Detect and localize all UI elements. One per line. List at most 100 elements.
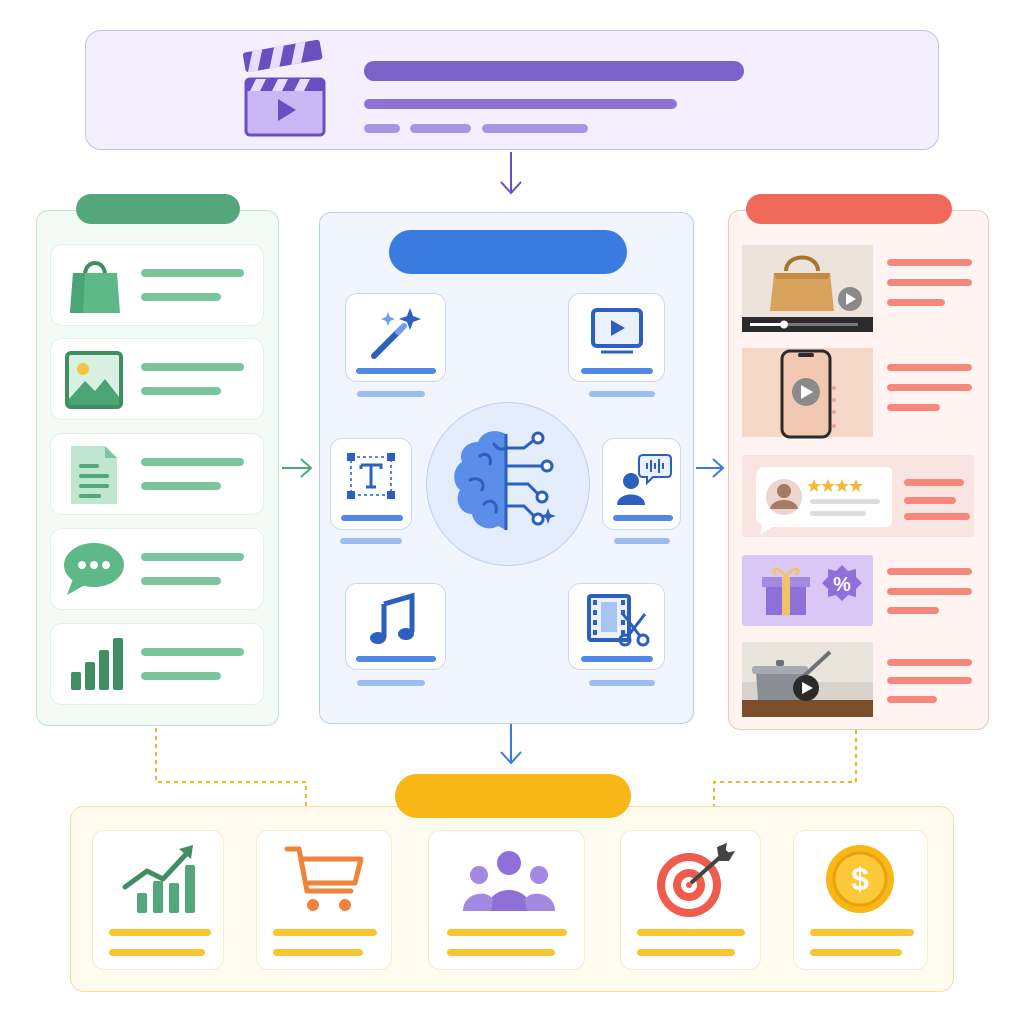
result-text-bar (637, 949, 735, 956)
result-text-bar (810, 949, 902, 956)
result-card[interactable]: $ (793, 830, 928, 970)
growth-chart-icon (122, 845, 195, 913)
ai-tool-bar (581, 656, 653, 662)
result-text-bar (109, 949, 205, 956)
input-item-title-bar (141, 648, 244, 656)
text-box-icon (347, 453, 395, 499)
cooking-video-thumbnail (742, 642, 873, 717)
input-item-text-bar (141, 672, 221, 680)
output-title-bar (887, 568, 972, 575)
gift-discount-thumbnail: % (742, 555, 873, 626)
chat-bubble-icon (64, 543, 124, 595)
ai-tool-card[interactable] (345, 293, 446, 382)
output-text-bar (904, 513, 970, 520)
input-item-text-bar (141, 293, 221, 301)
ai-tool-bar (356, 656, 436, 662)
document-icon (71, 446, 117, 504)
input-item-title-bar (141, 269, 244, 277)
result-title-bar (447, 929, 567, 936)
ai-tool-bar (356, 368, 436, 374)
header-subtitle-bar (364, 99, 677, 109)
output-text-bar (887, 696, 937, 703)
header-title-bar (364, 61, 744, 81)
svg-text:%: % (833, 574, 851, 596)
magic-wand-icon (371, 308, 421, 359)
input-item[interactable] (50, 338, 264, 420)
input-item-text-bar (141, 482, 221, 490)
music-note-icon (370, 592, 415, 644)
ai-tool-caption-bar (357, 680, 425, 686)
ai-tool-card[interactable] (568, 583, 665, 670)
ai-tool-card[interactable] (330, 438, 412, 530)
input-item[interactable] (50, 244, 264, 326)
shopping-cart-icon (284, 846, 364, 911)
result-title-bar (273, 929, 377, 936)
phone-video-thumbnail (742, 348, 873, 439)
result-text-bar (273, 949, 363, 956)
result-card[interactable] (428, 830, 585, 970)
header-panel (85, 30, 939, 150)
output-item[interactable] (742, 245, 873, 332)
result-card[interactable] (256, 830, 392, 970)
ai-panel-header (389, 230, 627, 274)
svg-text:$: $ (851, 861, 869, 897)
result-title-bar (810, 929, 914, 936)
results-panel-header (395, 774, 631, 818)
ai-tool-card[interactable] (345, 583, 446, 670)
input-item[interactable] (50, 433, 264, 515)
output-text-bar (887, 588, 972, 595)
output-text-bar (887, 677, 972, 684)
result-card[interactable] (620, 830, 761, 970)
output-item[interactable]: % (742, 555, 873, 626)
header-tag-bar (410, 124, 471, 133)
header-tag-bar (482, 124, 588, 133)
output-title-bar (887, 259, 972, 266)
audience-icon (463, 851, 555, 911)
clapperboard-icon (242, 39, 326, 137)
output-text-bar (887, 279, 972, 286)
output-text-bar (887, 384, 972, 391)
ai-tool-card[interactable] (568, 293, 665, 382)
input-item-text-bar (141, 387, 221, 395)
video-play-icon (591, 308, 643, 354)
voiceover-icon (617, 454, 672, 505)
output-text-bar (887, 299, 945, 306)
output-text-bar (887, 404, 940, 411)
ai-tool-caption-bar (589, 680, 655, 686)
ai-tool-caption-bar (614, 538, 670, 544)
input-item-title-bar (141, 553, 244, 561)
outputs-panel-header (746, 194, 952, 224)
ai-tool-bar (341, 515, 403, 521)
input-item-title-bar (141, 458, 244, 466)
result-title-bar (109, 929, 211, 936)
output-text-bar (887, 607, 939, 614)
result-card[interactable] (92, 830, 224, 970)
shopping-bag-icon (70, 261, 120, 313)
result-text-bar (447, 949, 555, 956)
target-icon (657, 843, 735, 917)
output-title-bar (887, 659, 972, 666)
output-item[interactable] (742, 642, 873, 717)
output-text-bar (904, 497, 956, 504)
handbag-video-thumbnail (742, 245, 873, 332)
input-item[interactable] (50, 528, 264, 610)
result-title-bar (637, 929, 745, 936)
ai-tool-caption-bar (357, 391, 425, 397)
dollar-coin-icon: $ (826, 845, 894, 913)
input-item-text-bar (141, 577, 221, 585)
bar-chart-icon (71, 638, 123, 690)
input-item[interactable] (50, 623, 264, 705)
ai-tool-bar (581, 368, 653, 374)
ai-tool-card[interactable] (602, 438, 681, 530)
output-title-bar (887, 364, 972, 371)
ai-tool-caption-bar (340, 538, 402, 544)
header-tag-bar (364, 124, 400, 133)
output-title-bar (904, 479, 964, 486)
output-item[interactable] (742, 348, 873, 439)
inputs-panel-header (76, 194, 240, 224)
review-card-thumbnail (756, 467, 892, 535)
image-icon (65, 351, 123, 409)
input-item-title-bar (141, 363, 244, 371)
ai-tool-caption-bar (589, 391, 655, 397)
output-item[interactable] (742, 455, 974, 537)
